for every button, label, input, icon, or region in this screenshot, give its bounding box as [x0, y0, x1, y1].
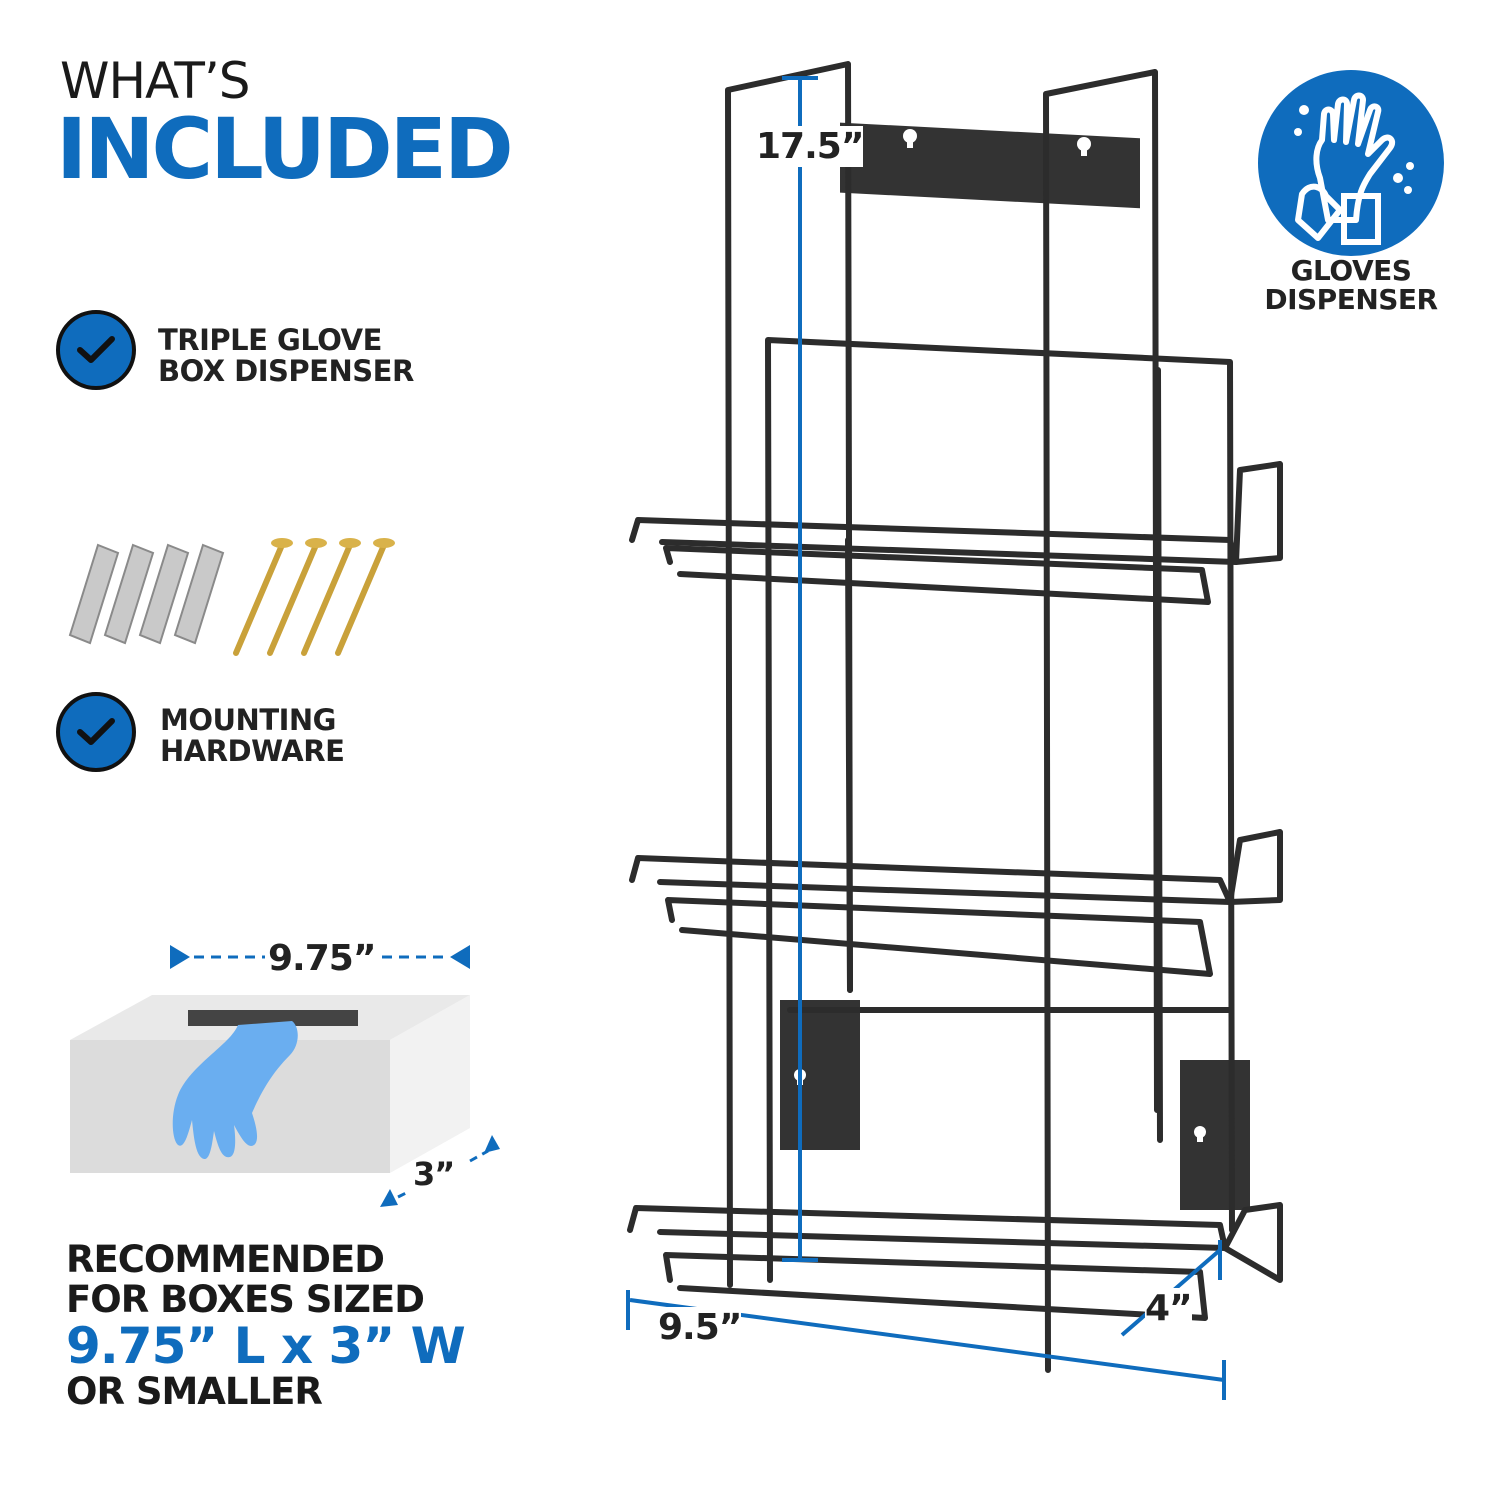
- badge-label-line-2: DISPENSER: [1264, 283, 1438, 316]
- item-label-line-2: BOX DISPENSER: [158, 354, 414, 388]
- included-item-hardware: MOUNTING HARDWARE: [160, 703, 345, 768]
- recommendation-size: 9.75” L x 3” W: [66, 1317, 466, 1375]
- depth-dimension-label: 4”: [1145, 1288, 1193, 1329]
- recommendation-line-2: FOR BOXES SIZED: [66, 1278, 425, 1321]
- heading-line-1: WHAT’S: [60, 52, 251, 110]
- width-dimension-label: 9.5”: [658, 1307, 742, 1348]
- box-length-label: 9.75”: [268, 938, 376, 979]
- box-width-label: 3”: [413, 1155, 455, 1193]
- badge-label-line-1: GLOVES: [1290, 254, 1412, 287]
- check-icon: [56, 692, 136, 772]
- recommendation-line-1: RECOMMENDED: [66, 1238, 385, 1281]
- item-label-line-2: HARDWARE: [160, 734, 345, 768]
- item-label-line-1: TRIPLE GLOVE: [158, 323, 382, 357]
- glove-box-image: [70, 945, 500, 1207]
- recommendation-line-4: OR SMALLER: [66, 1370, 323, 1413]
- height-dimension-label: 17.5”: [756, 126, 864, 167]
- badge-label: GLOVES DISPENSER: [1248, 256, 1454, 314]
- wire-rack-image: [626, 61, 1283, 1400]
- included-item-dispenser: TRIPLE GLOVE BOX DISPENSER: [158, 325, 414, 387]
- heading-line-2: INCLUDED: [56, 100, 514, 198]
- check-icon: [56, 310, 136, 390]
- wall-anchor-icon: [68, 543, 225, 645]
- mounting-hardware-image: [68, 538, 395, 656]
- recommendation-text: RECOMMENDED FOR BOXES SIZED 9.75” L x 3”…: [66, 1238, 466, 1413]
- item-label-line-1: MOUNTING: [160, 703, 336, 737]
- screw-icon: [233, 542, 387, 656]
- hand-wash-icon: [1258, 70, 1444, 256]
